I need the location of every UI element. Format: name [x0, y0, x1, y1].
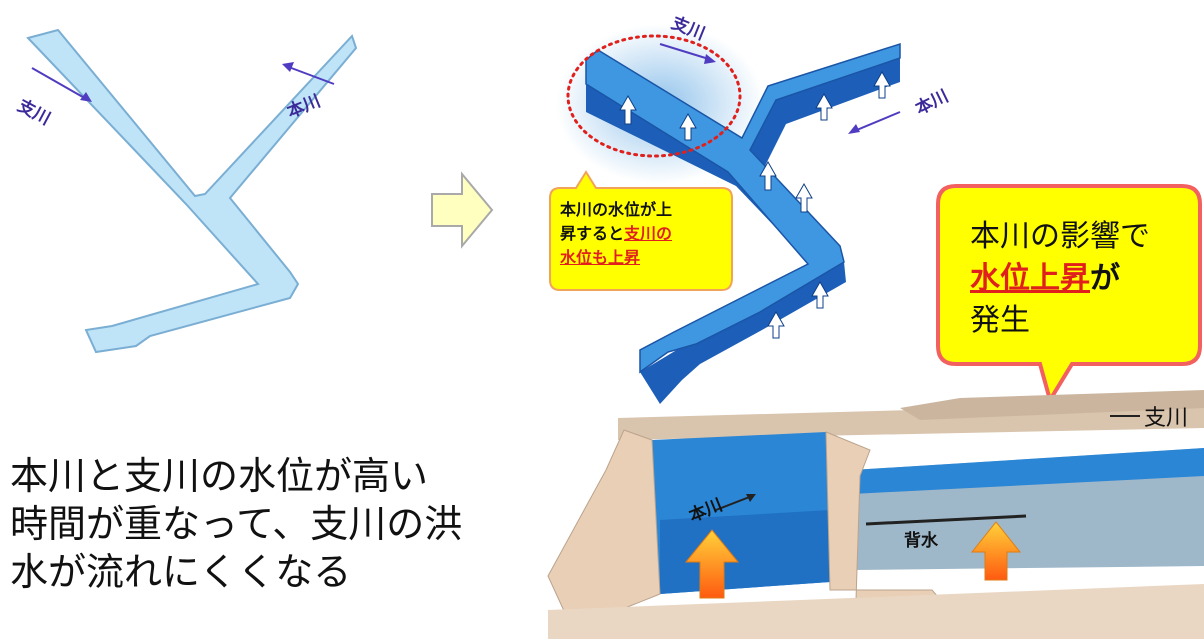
main-flow-arrow-section	[715, 495, 753, 511]
transition-arrow-icon	[431, 171, 494, 249]
up-arrow-icon	[759, 160, 777, 191]
small-callout-text: 本川の水位が上 昇すると支川の 水位も上昇	[552, 188, 730, 290]
backwater-level-line	[865, 514, 1027, 526]
big-callout-line2: が	[1090, 261, 1120, 296]
far-bank	[900, 390, 1204, 420]
3d-river-top	[585, 42, 901, 374]
ground-base	[548, 584, 1204, 639]
caption-text: 本川と支川の水位が高い 時間が重なって、支川の洪 水が流れにくくなる	[10, 452, 570, 596]
small-callout-line2: 昇すると	[560, 224, 625, 243]
big-callout-line1: 本川の影響で	[970, 219, 1150, 254]
up-arrow-icon	[811, 280, 829, 309]
up-arrow-icon	[795, 182, 813, 213]
orange-up-arrow-icon	[684, 529, 740, 599]
main-flow-arrowhead-section	[746, 494, 756, 502]
3d-tributary-arrowhead	[704, 54, 716, 64]
flat-river-diagram	[26, 28, 358, 354]
caption-line: 水が流れにくくなる	[10, 550, 352, 594]
caption-line: 時間が重なって、支川の洪	[10, 502, 463, 546]
small-callout-highlight-1: 支川の	[624, 224, 673, 243]
up-arrow-icon	[619, 94, 637, 125]
caption-line: 本川と支川の水位が高い	[10, 454, 429, 498]
river-cross-section	[547, 390, 1204, 639]
flat-tributary-flow-arrow	[31, 67, 89, 101]
up-arrow-icon	[873, 70, 891, 99]
main-channel-water-deep	[660, 510, 830, 594]
3d-main-flow-arrow	[851, 111, 901, 133]
big-callout-bubble	[936, 184, 1202, 405]
backwater-label: 背水	[904, 531, 938, 551]
big-callout-text: 本川の影響で 水位上昇が 発生	[942, 208, 1192, 358]
3d-river-diagram	[556, 24, 901, 404]
flat-main-flow-arrow	[285, 65, 335, 85]
flat-tributary-arrowhead	[80, 92, 92, 102]
up-arrow-icon	[767, 310, 785, 339]
tributary-highlight-circle	[566, 34, 742, 158]
rising-level-arrows	[619, 70, 891, 339]
flat-river-body	[26, 28, 358, 354]
big-callout-line3: 発生	[970, 303, 1030, 338]
small-callout-highlight-2: 水位も上昇	[560, 248, 641, 267]
up-arrow-icon	[679, 112, 697, 141]
3d-tributary-flow-arrow	[659, 43, 713, 61]
orange-up-arrow-icon	[970, 521, 1022, 581]
flat-main-arrowhead	[282, 62, 294, 72]
3d-river-side	[586, 58, 900, 404]
3d-main-arrowhead	[848, 124, 860, 134]
big-callout-highlight: 水位上昇	[970, 261, 1090, 296]
up-arrow-icon	[815, 92, 833, 121]
tributary-channel-water-top	[852, 448, 1204, 494]
small-callout-line1: 本川の水位が上	[560, 200, 673, 219]
section-tributary-label: 支川	[1144, 406, 1189, 431]
small-callout-bubble	[549, 170, 733, 291]
